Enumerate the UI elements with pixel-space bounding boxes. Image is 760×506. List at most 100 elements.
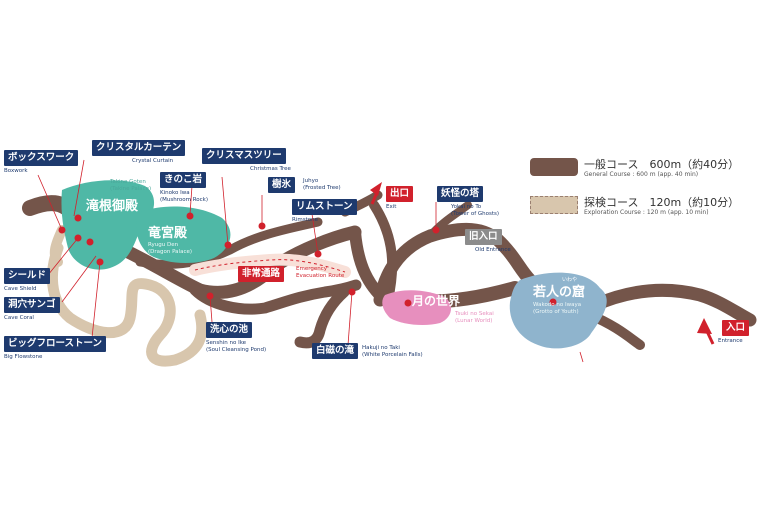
region-tsuki-title: 月の世界 [412,294,461,308]
label-emergency-en: Emergency Evacuation Route [296,266,344,279]
legend-exploration-swatch [530,196,578,214]
marker-juhyo [258,222,266,230]
emergency-en2: Evacuation Route [296,272,345,279]
boxwork-tag: ボックスワーク [4,150,79,166]
entrance-en: Entrance [718,338,743,344]
region-ryugu-sub: Ryugu Den (Dragon Palace) [148,240,192,255]
marker-tsuki [404,299,412,307]
label-juhyo-en: Juhyo (Frosted Tree) [303,178,341,191]
emergency-tag: 非常通路 [238,266,285,282]
marker-flowstone [96,258,104,266]
marker-crystal-curtain [58,226,66,234]
label-senshin: 洗心の池 Senshin no Ike (Soul Cleansing Pond… [206,322,266,353]
coral-tag: 洞穴サンゴ [4,297,60,313]
hakuji-en1: Hakuji no Taki [362,345,400,351]
senshin-en1: Senshin no Ike [206,340,247,346]
legend-general-swatch [530,158,578,176]
crystal-curtain-tag: クリスタルカーテン [92,140,186,156]
rimstone-tag: リムストーン [292,199,357,215]
marker-senshin [206,292,214,300]
tsuki-area [382,290,452,326]
hakuji-tag: 白磁の滝 [312,343,359,359]
marker-yokai [432,226,440,234]
exit-tag: 出口 [386,186,414,202]
yokai-tag: 妖怪の塔 [437,186,484,202]
rimstone-en: Rimstone [292,217,318,223]
label-coral: 洞穴サンゴ Cave Coral [4,297,60,322]
point-markers [58,212,557,307]
leader-lines [37,159,584,363]
takine-palace-area [61,180,155,270]
wakodo-en1: Wakodo no Iwaya [533,302,582,308]
marker-christmas-tree [224,241,232,249]
marker-shield [74,234,82,242]
yokai-en1: Yokai no To [451,204,482,210]
marker-coral [86,238,94,246]
label-yokai: 妖怪の塔 Yokai no To (Tower of Ghosts) [437,186,499,217]
label-flowstone: ビッグフローストーン Big Flowstone [4,336,107,361]
juhyo-en1: Juhyo [303,178,319,184]
old-entrance-en: Old Entrance [475,247,511,253]
juhyo-en2: (Frosted Tree) [303,184,341,191]
label-exit: 出口 Exit [386,186,414,211]
legend-exploration-sub: Exploration Course : 120 m (app. 10 min) [584,209,709,216]
takine-en1: Takine Goten [110,179,146,185]
flowstone-en: Big Flowstone [4,354,43,360]
marker-wakodo [549,298,557,306]
region-wakodo-sub: Wakodo no Iwaya (Grotto of Youth) [533,300,581,315]
legend-general-sub: General Course : 600 m (app. 40 min) [584,171,699,178]
general-course [22,190,757,350]
label-christmas-tree: クリスマスツリー Christmas Tree [202,148,291,173]
shield-en: Cave Shield [4,286,37,292]
label-emergency: 非常通路 [238,266,285,282]
wakodo-area [509,272,607,349]
crystal-curtain-en: Crystal Curtain [132,158,174,164]
region-takine-title: 滝根御殿 [86,199,139,214]
entrance-tag: 入口 [722,320,750,336]
region-ryugu-title: 竜宮殿 [148,226,188,241]
yokai-en2: (Tower of Ghosts) [451,210,500,217]
region-wakodo-ruby: いわや [562,277,578,283]
flowstone-tag: ビッグフローストーン [4,336,107,352]
shield-tag: シールド [4,268,51,284]
label-kinoko-iwa: きのこ岩 Kinoko Iwa (Mushroom Rock) [160,172,208,203]
region-tsuki-sub: Tsuki no Sekai (Lunar World) [455,309,494,324]
hakuji-en2: (White Porcelain Falls) [362,351,423,358]
exit-arrow-icon [370,182,382,205]
legend-general: 一般コース 600m（約40分） General Course : 600 m … [530,158,739,179]
ryugu-en2: (Dragon Palace) [148,248,192,255]
ryugu-palace-area [136,206,231,264]
label-shield: シールド Cave Shield [4,268,51,293]
region-takine-sub: Takine Goten (Takine Palace) [110,177,151,192]
wakodo-en2: (Grotto of Youth) [533,308,579,315]
label-hakuji-en: Hakuji no Taki (White Porcelain Falls) [362,345,423,358]
label-crystal-curtain: クリスタルカーテン Crystal Curtain [92,140,186,165]
region-wakodo-title: 若人の窟 [533,285,586,300]
ryugu-en1: Ryugu Den [148,242,179,248]
juhyo-tag: 樹氷 [268,177,296,193]
kinoko-en1: Kinoko Iwa [160,190,190,196]
senshin-en2: (Soul Cleansing Pond) [206,346,267,353]
label-juhyo: 樹氷 [268,177,296,193]
christmas-tree-tag: クリスマスツリー [202,148,286,164]
label-boxwork: ボックスワーク Boxwork [4,150,79,175]
christmas-tree-en: Christmas Tree [250,166,291,172]
emergency-en1: Emergency [296,266,328,272]
label-entrance: 入口 Entrance [718,320,750,345]
kinoko-tag: きのこ岩 [160,172,207,188]
label-hakuji: 白磁の滝 [312,343,359,359]
marker-boxwork [74,214,82,222]
legend-general-label: 一般コース 600m（約40分） [584,158,740,171]
old-entrance-tag: 旧入口 [465,229,502,245]
tsuki-en2: (Lunar World) [455,317,493,324]
exploration-course [46,225,208,367]
legend-exploration-label: 探検コース 120m（約10分） [584,196,740,209]
emergency-route [189,253,351,278]
label-old-entrance: 旧入口 Old Entrance [465,229,511,254]
boxwork-en: Boxwork [4,168,28,174]
coral-en: Cave Coral [4,315,34,321]
takine-en2: (Takine Palace) [110,185,152,192]
senshin-tag: 洗心の池 [206,322,253,338]
marker-rimstone [314,250,322,258]
